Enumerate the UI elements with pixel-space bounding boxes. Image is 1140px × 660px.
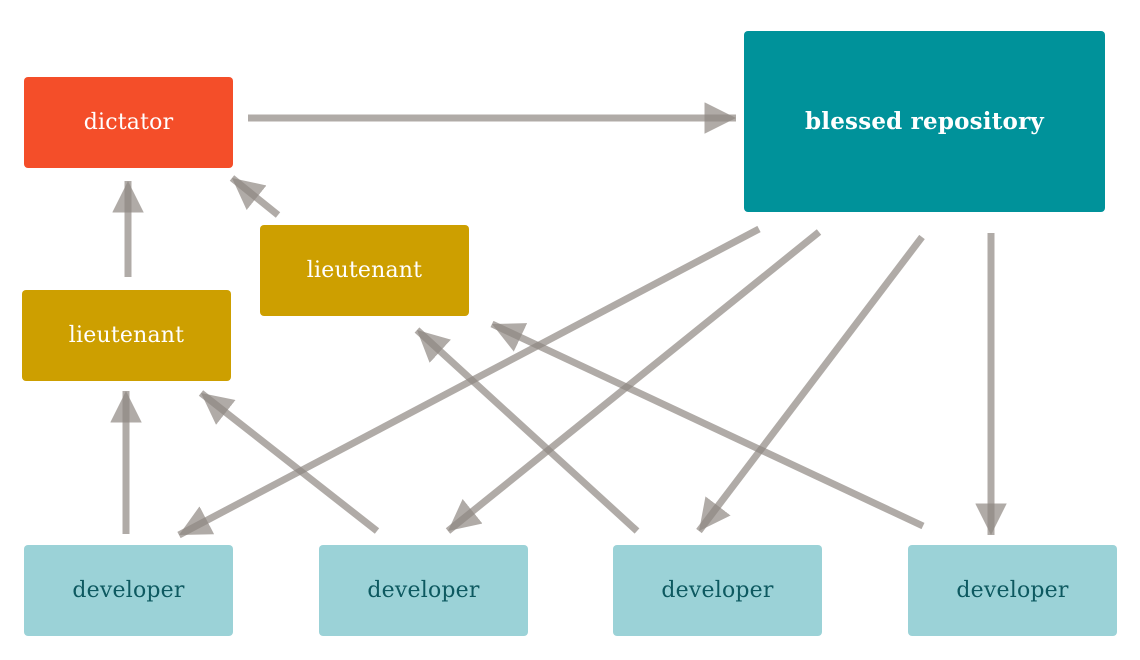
arrow-blessed-repository-to-developer-3 — [696, 234, 925, 534]
developer-label-2: developer — [367, 577, 480, 603]
lieutenant-top-node: lieutenant — [260, 225, 469, 316]
developer-label-3: developer — [661, 577, 774, 603]
arrow-blessed-repository-to-developer-2 — [445, 229, 822, 534]
blessed-repository-label: blessed repository — [805, 108, 1044, 135]
developer-node-3: developer — [613, 545, 822, 636]
developer-node-1: developer — [24, 545, 233, 636]
lieutenant-left-label: lieutenant — [68, 322, 185, 348]
dictator-node: dictator — [24, 77, 233, 168]
lieutenant-left-node: lieutenant — [22, 290, 231, 381]
developer-node-4: developer — [908, 545, 1117, 636]
developer-label-1: developer — [72, 577, 185, 603]
blessed-repository-node: blessed repository — [744, 31, 1105, 212]
lieutenant-top-label: lieutenant — [306, 257, 423, 283]
arrow-lieutenant-top-to-dictator — [229, 175, 281, 218]
dictator-label: dictator — [83, 109, 174, 135]
developer-label-4: developer — [956, 577, 1069, 603]
arrow-developer-3-to-lieutenant-top — [414, 327, 640, 534]
developer-node-2: developer — [319, 545, 528, 636]
arrow-developer-2-to-lieutenant-left — [198, 390, 380, 534]
arrow-developer-4-to-lieutenant-top — [490, 320, 925, 530]
